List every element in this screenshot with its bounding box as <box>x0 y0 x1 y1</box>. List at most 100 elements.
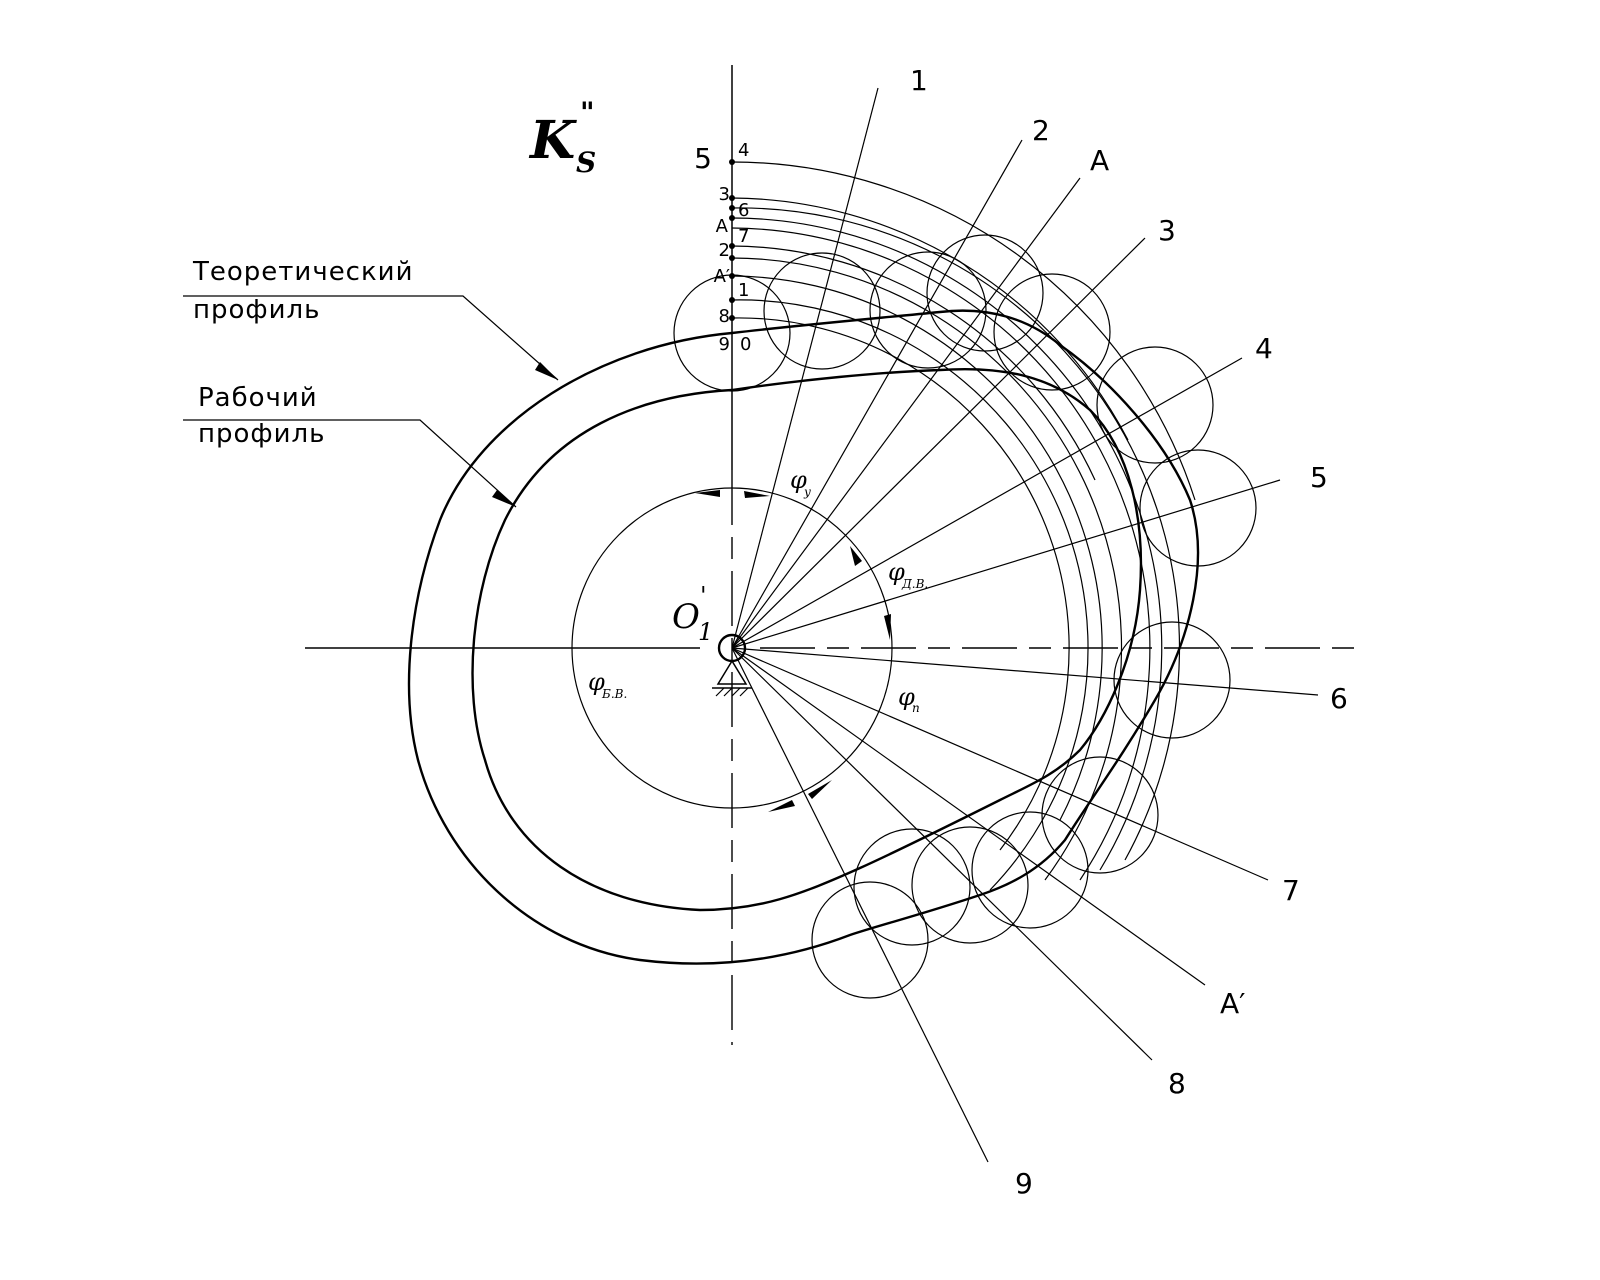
base-circle <box>571 487 893 809</box>
leader-theoretical-arrow <box>535 362 558 380</box>
ray-label-5: 5 <box>1310 461 1328 494</box>
axis-point-6 <box>729 205 735 211</box>
ray-label-6: 6 <box>1330 682 1348 715</box>
center-label: O 1 ' <box>672 582 713 646</box>
ray-4 <box>731 357 1243 649</box>
rollers <box>673 234 1257 999</box>
title-subscript: S <box>576 146 596 179</box>
axis-label-0: 0 <box>740 334 751 355</box>
center-label-sub: 1 <box>698 618 713 646</box>
caption-working-line1: Рабочий <box>198 383 318 413</box>
axis-label-7: 7 <box>738 226 749 247</box>
ray-label-1: 1 <box>910 64 928 97</box>
ray-label-4: 4 <box>1255 332 1273 365</box>
arc-2 <box>731 245 1096 481</box>
axis-point-5 <box>729 159 735 165</box>
pivot-hatch <box>715 687 749 697</box>
roller-6 <box>1113 621 1231 739</box>
ray-labels: 1 2 A 3 4 5 6 7 A′ 8 9 <box>910 64 1348 1200</box>
axis-point-3 <box>729 195 735 201</box>
arc-a-7 <box>731 217 1163 871</box>
arc-9 <box>731 317 1070 851</box>
roller-a-prime <box>971 811 1089 929</box>
axis-labels-right: 4 6 7 1 0 <box>738 140 751 355</box>
arc-3 <box>731 197 1129 441</box>
ray-6 <box>731 647 1319 696</box>
angle-arrows <box>695 490 891 812</box>
axis-point-a-prime <box>729 273 735 279</box>
roller-2 <box>869 251 987 369</box>
phi-bv-symbol: φ <box>588 668 605 696</box>
working-profile <box>471 367 1143 912</box>
axis-point-2 <box>729 243 735 249</box>
roller-8 <box>911 826 1029 944</box>
ray-8 <box>731 647 1153 1061</box>
caption-working: Рабочий профиль <box>183 383 517 508</box>
ray-label-a: A <box>1090 144 1109 177</box>
axis-labels-left: 5 3 A 2 A′ 8 9 <box>694 142 730 355</box>
axis-label-8: 8 <box>719 306 730 327</box>
caption-working-line2: профиль <box>198 419 325 449</box>
phi-p-sub: п <box>912 701 920 715</box>
phi-y-sub: у <box>803 485 811 499</box>
theoretical-profile <box>407 309 1200 965</box>
arrow-phi-dv-top <box>850 546 862 566</box>
ray-2 <box>731 139 1023 649</box>
title-main: K <box>528 110 577 171</box>
ray-label-3: 3 <box>1158 214 1176 247</box>
arrow-phi-y-left <box>695 490 720 497</box>
roller-7 <box>1041 756 1159 874</box>
axis-label-a-prime: A′ <box>714 266 730 287</box>
arc-a-prime <box>731 257 1123 881</box>
caption-theoretical-line1: Теоретический <box>192 257 413 287</box>
leader-working <box>183 419 517 508</box>
axis-label-5: 5 <box>694 142 712 175</box>
ray-1 <box>731 87 879 649</box>
center-label-main: O <box>672 597 700 637</box>
ray-label-a-prime: A′ <box>1220 987 1246 1020</box>
roller-9a <box>853 828 971 946</box>
axis-label-6: 6 <box>738 200 749 221</box>
title-prime: " <box>580 96 595 129</box>
ray-label-8: 8 <box>1168 1067 1186 1100</box>
axis-point-7 <box>729 255 735 261</box>
roller-5 <box>1139 449 1257 567</box>
caption-theoretical-line2: профиль <box>193 295 320 325</box>
axis-label-3: 3 <box>719 184 730 205</box>
axis-label-9: 9 <box>719 334 730 355</box>
caption-theoretical: Теоретический профиль <box>183 257 559 381</box>
axis-label-1: 1 <box>738 280 749 301</box>
pivot <box>712 633 752 697</box>
title: K S " <box>528 96 596 179</box>
arrow-phi-y-right <box>744 491 770 498</box>
arc-5-4 <box>731 161 1196 501</box>
roller-a <box>926 234 1044 352</box>
angle-labels: φ у φ Д.В. φ п φ Б.В. <box>588 466 928 715</box>
axis-label-a: A <box>716 216 729 237</box>
arrow-phi-dv-bottom <box>884 614 891 640</box>
roller-9 <box>811 881 929 999</box>
center-label-prime: ' <box>700 582 707 610</box>
axis-label-4: 4 <box>738 140 749 161</box>
axis-point-a <box>729 215 735 221</box>
ray-7 <box>731 647 1269 881</box>
phi-bv-sub: Б.В. <box>601 687 627 701</box>
axis-points <box>729 159 735 321</box>
arrow-phi-bv-left <box>768 800 795 812</box>
axis-point-1 <box>729 297 735 303</box>
ray-a <box>731 177 1081 649</box>
phi-p-symbol: φ <box>898 683 915 711</box>
leader-theoretical <box>183 295 559 381</box>
ray-3 <box>731 237 1146 649</box>
arc-7 <box>731 227 1151 881</box>
arrow-phi-bv-right <box>808 780 832 799</box>
axes <box>305 65 1360 1045</box>
phi-dv-sub: Д.В. <box>901 577 928 591</box>
axis-label-2: 2 <box>719 240 730 261</box>
arc-1 <box>731 275 1103 821</box>
rays <box>731 87 1319 1163</box>
arc-6 <box>731 207 1181 861</box>
phi-dv-symbol: φ <box>888 558 905 586</box>
pivot-support <box>716 659 748 685</box>
